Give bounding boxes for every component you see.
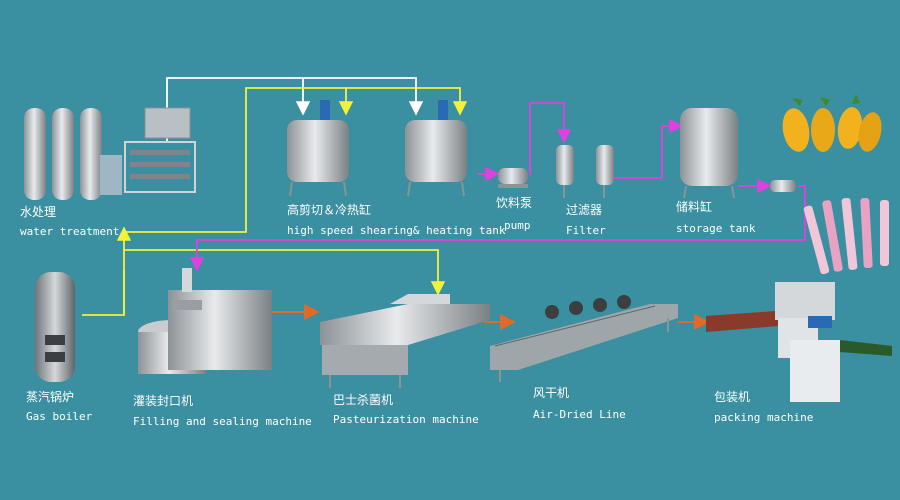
water-treatment-equipment bbox=[24, 107, 196, 200]
pump-label-zh: 饮料泵 bbox=[496, 196, 533, 210]
pump-label-en: pump bbox=[504, 219, 531, 232]
steam-to-tanks bbox=[124, 87, 354, 233]
mango-image bbox=[782, 94, 882, 152]
product-line-pump bbox=[529, 102, 572, 175]
gas-boiler-equipment bbox=[35, 272, 75, 382]
ice-pop-image bbox=[803, 197, 889, 275]
pasteurization-label-zh: 巴士杀菌机 bbox=[333, 393, 394, 407]
filling-machine-equipment bbox=[138, 268, 272, 374]
air-dried-label-en: Air-Dried Line bbox=[533, 408, 626, 421]
storage-tank-label-en: storage tank bbox=[676, 222, 756, 235]
filter-equipment bbox=[556, 145, 614, 198]
packing-machine-equipment bbox=[706, 282, 892, 402]
filter-label-en: Filter bbox=[566, 224, 606, 237]
storage-tank-label-zh: 储料缸 bbox=[676, 200, 713, 214]
filling-machine-label-zh: 灌装封口机 bbox=[133, 394, 194, 408]
filling-machine-label-en: Filling and sealing machine bbox=[133, 415, 312, 428]
packing-machine-label-zh: 包装机 bbox=[714, 390, 751, 404]
shearing-tanks bbox=[287, 100, 467, 197]
water-treatment-label-en: water treatment bbox=[20, 225, 120, 238]
shearing-tank-label-zh: 高剪切＆冷热缸 bbox=[287, 203, 372, 217]
boiler-label-zh: 蒸汽锅炉 bbox=[26, 390, 75, 404]
water-treatment-label-zh: 水处理 bbox=[20, 205, 57, 219]
product-line-return bbox=[189, 185, 806, 272]
steam-to-tank2 bbox=[346, 87, 468, 116]
pasteurization-label-en: Pasteurization machine bbox=[333, 413, 479, 426]
air-dried-line-equipment bbox=[490, 295, 678, 382]
packing-machine-label-en: packing machine bbox=[714, 411, 814, 424]
product-line-filter bbox=[612, 118, 684, 179]
pump-equipment bbox=[498, 168, 528, 188]
air-dried-label-zh: 风干机 bbox=[533, 386, 570, 400]
pasteurization-machine-equipment bbox=[320, 294, 490, 388]
boiler-label-en: Gas boiler bbox=[26, 410, 93, 423]
filter-label-zh: 过滤器 bbox=[566, 203, 603, 217]
storage-tank-equipment bbox=[680, 108, 796, 199]
shearing-tank-label-en: high speed shearing& heating tank bbox=[287, 224, 506, 237]
